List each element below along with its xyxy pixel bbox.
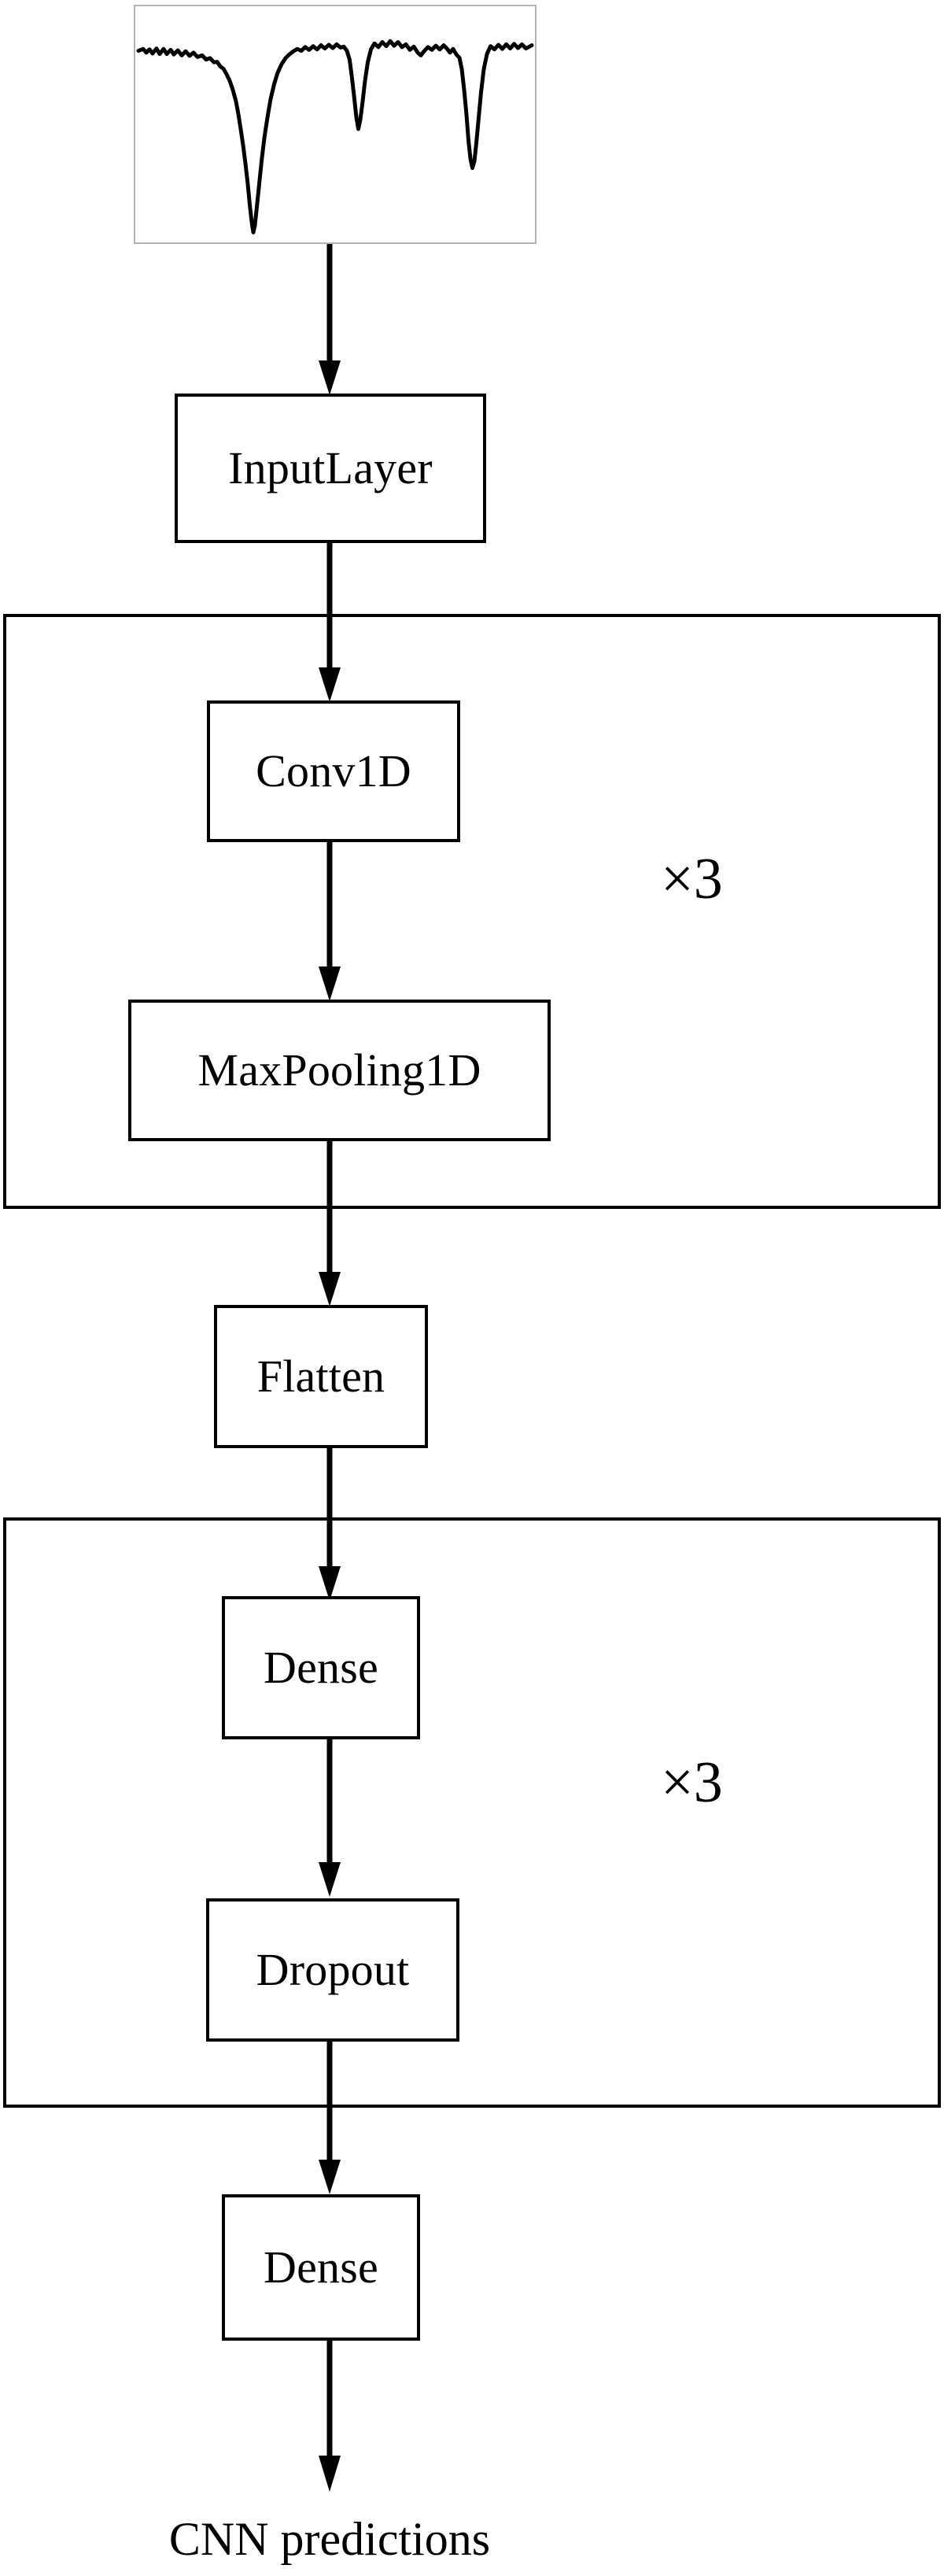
node-label-dense-output: Dense xyxy=(264,2242,378,2293)
node-label-maxpooling1d: MaxPooling1D xyxy=(197,1044,481,1096)
group-conv-block xyxy=(3,614,941,1209)
node-flatten: Flatten xyxy=(214,1305,428,1448)
output-caption: CNN predictions xyxy=(168,2513,491,2565)
node-label-flatten: Flatten xyxy=(256,1351,385,1402)
node-dense-hidden: Dense xyxy=(222,1596,420,1739)
stellar-spectrum-thumbnail xyxy=(134,5,537,244)
node-label-dense-hidden: Dense xyxy=(264,1642,378,1693)
arrow-flatten-to-dense xyxy=(319,1448,341,1602)
arrow-inputlayer-to-conv1d xyxy=(319,543,341,704)
node-label-conv1d: Conv1D xyxy=(256,745,411,796)
arrow-spectrum-to-inputlayer xyxy=(319,244,341,397)
arrow-maxpooling1d-to-flatten xyxy=(319,1141,341,1308)
spectrum-line xyxy=(136,39,534,235)
arrow-dense-to-dropout xyxy=(319,1739,341,1898)
node-conv1d: Conv1D xyxy=(207,700,460,842)
group-dense-block xyxy=(3,1517,941,2108)
spectrum-plot-svg xyxy=(136,39,534,235)
node-dense-output: Dense xyxy=(222,2194,420,2341)
group-multiplier-conv-block: ×3 xyxy=(661,847,723,911)
node-input-layer: InputLayer xyxy=(175,394,486,543)
arrow-conv1d-to-maxpooling1d xyxy=(319,842,341,1003)
group-multiplier-dense-block: ×3 xyxy=(661,1750,723,1815)
node-dropout: Dropout xyxy=(206,1898,459,2042)
arrow-dense-output-to-predictions xyxy=(319,2341,341,2493)
node-maxpooling1d: MaxPooling1D xyxy=(128,1000,551,1141)
arrow-dropout-to-dense-output xyxy=(319,2042,341,2196)
node-label-dropout: Dropout xyxy=(256,1944,410,1995)
node-label-input-layer: InputLayer xyxy=(228,442,433,493)
